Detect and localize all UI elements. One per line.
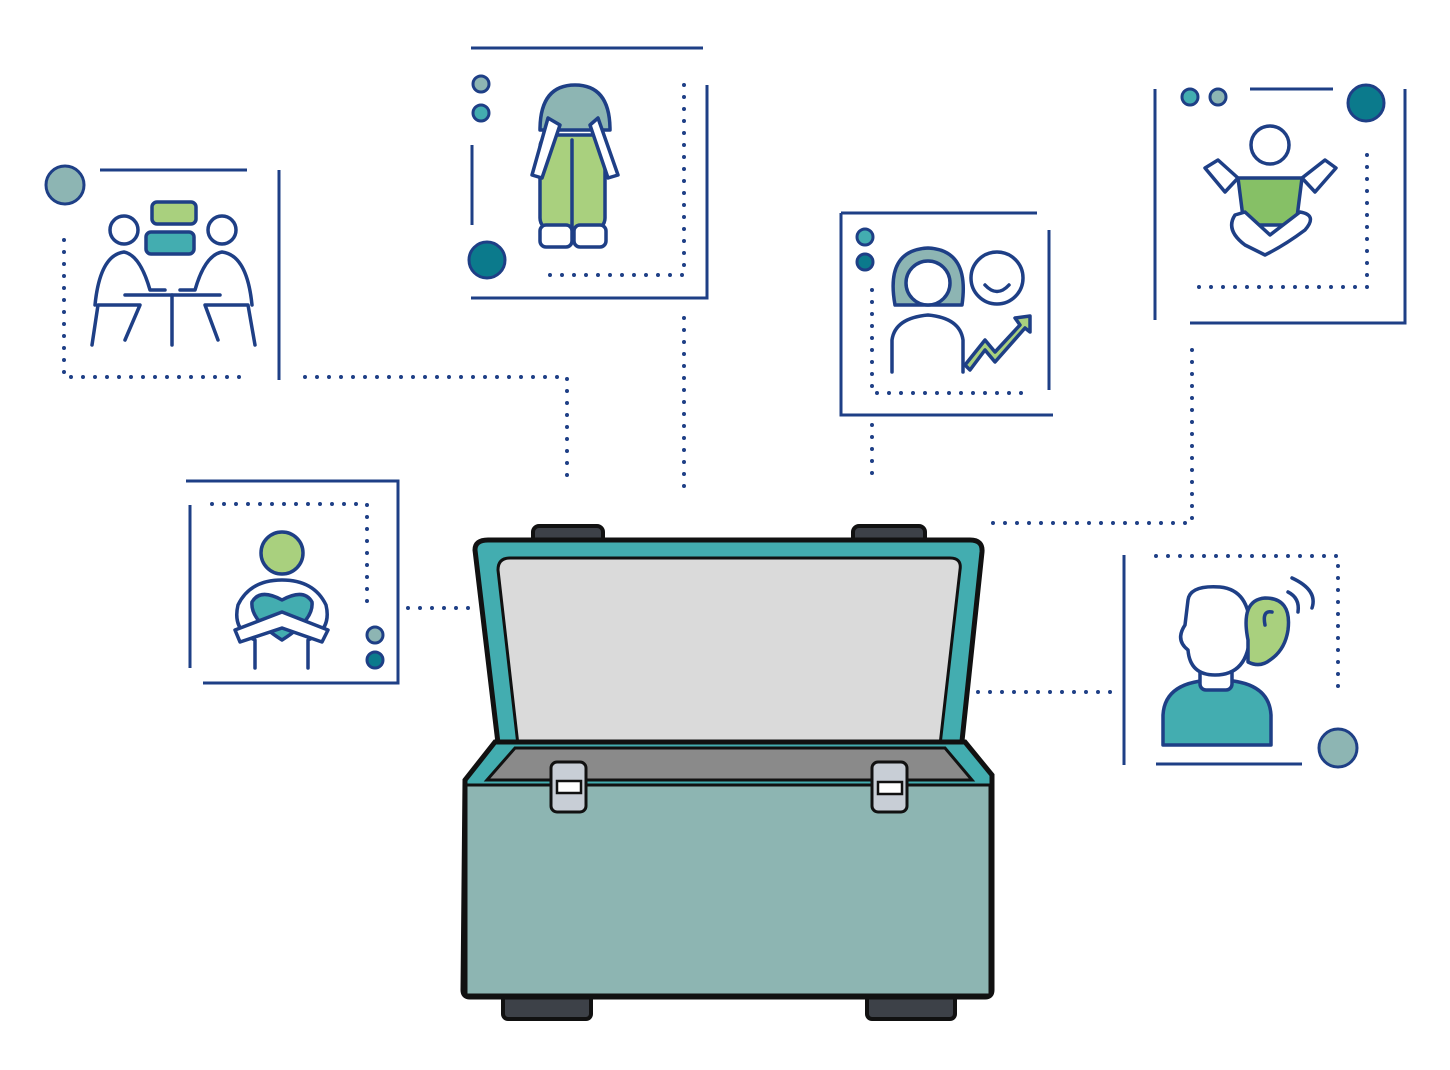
toolbox-body xyxy=(464,783,992,997)
listening-panel xyxy=(1122,554,1359,769)
listening-icon xyxy=(1161,576,1315,747)
growth-panel xyxy=(839,211,1053,417)
conversation-icon xyxy=(90,200,257,347)
box-interior xyxy=(483,746,976,782)
happy-growth-icon xyxy=(890,246,1032,374)
connector-lines xyxy=(303,316,1194,694)
distressed-panel xyxy=(467,46,709,300)
meditation-panel xyxy=(1153,83,1407,325)
toolbox-icon xyxy=(460,524,995,1021)
lid-interior xyxy=(496,556,962,747)
self-love-panel xyxy=(186,479,400,685)
meditation-icon xyxy=(1203,124,1338,257)
distressed-person-icon xyxy=(530,83,620,249)
conversation-panel xyxy=(44,164,281,380)
self-love-icon xyxy=(233,530,330,670)
